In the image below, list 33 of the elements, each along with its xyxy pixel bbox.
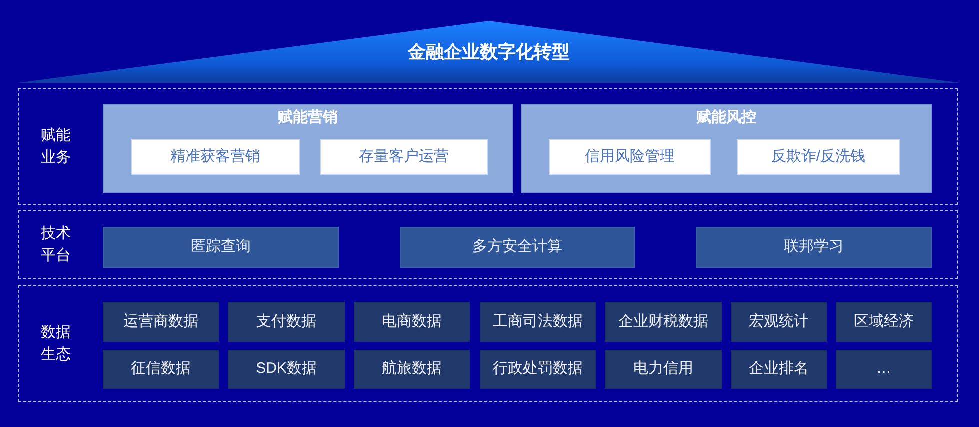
data-source-card: 工商司法数据 [480, 302, 596, 342]
data-source-card: 支付数据 [228, 302, 345, 342]
data-source-card: 行政处罚数据 [480, 350, 596, 389]
capability-card: 存量客户运营 [320, 139, 488, 175]
data-source-card: … [836, 350, 932, 389]
data-source-card: SDK数据 [228, 350, 345, 389]
group-title: 赋能风控 [696, 108, 756, 128]
dashed-panel [18, 88, 958, 205]
data-source-card: 电力信用 [605, 350, 722, 389]
dashed-panel [18, 285, 958, 402]
data-source-card: 航旅数据 [354, 350, 470, 389]
capability-card: 信用风险管理 [549, 139, 711, 175]
technology-card: 多方安全计算 [400, 227, 635, 268]
data-source-card: 征信数据 [103, 350, 219, 389]
group-panel [521, 104, 932, 193]
group-panel [103, 104, 513, 193]
panel-label: 数据生态 [41, 322, 72, 364]
panel-label: 赋能业务 [41, 126, 72, 168]
group-title: 赋能营销 [278, 108, 338, 128]
technology-card: 匿踪查询 [103, 227, 339, 268]
capability-card: 精准获客营销 [131, 139, 300, 175]
data-source-card: 电商数据 [354, 302, 470, 342]
data-source-card: 企业排名 [731, 350, 827, 389]
data-source-card: 企业财税数据 [605, 302, 722, 342]
dashed-panel [18, 210, 958, 279]
panel-label: 技术平台 [41, 224, 72, 266]
roof-banner [18, 21, 960, 83]
data-source-card: 运营商数据 [103, 302, 219, 342]
data-source-card: 区域经济 [836, 302, 932, 342]
data-source-card: 宏观统计 [731, 302, 827, 342]
banner-title: 金融企业数字化转型 [408, 41, 570, 64]
technology-card: 联邦学习 [696, 227, 932, 268]
capability-card: 反欺诈/反洗钱 [737, 139, 900, 175]
